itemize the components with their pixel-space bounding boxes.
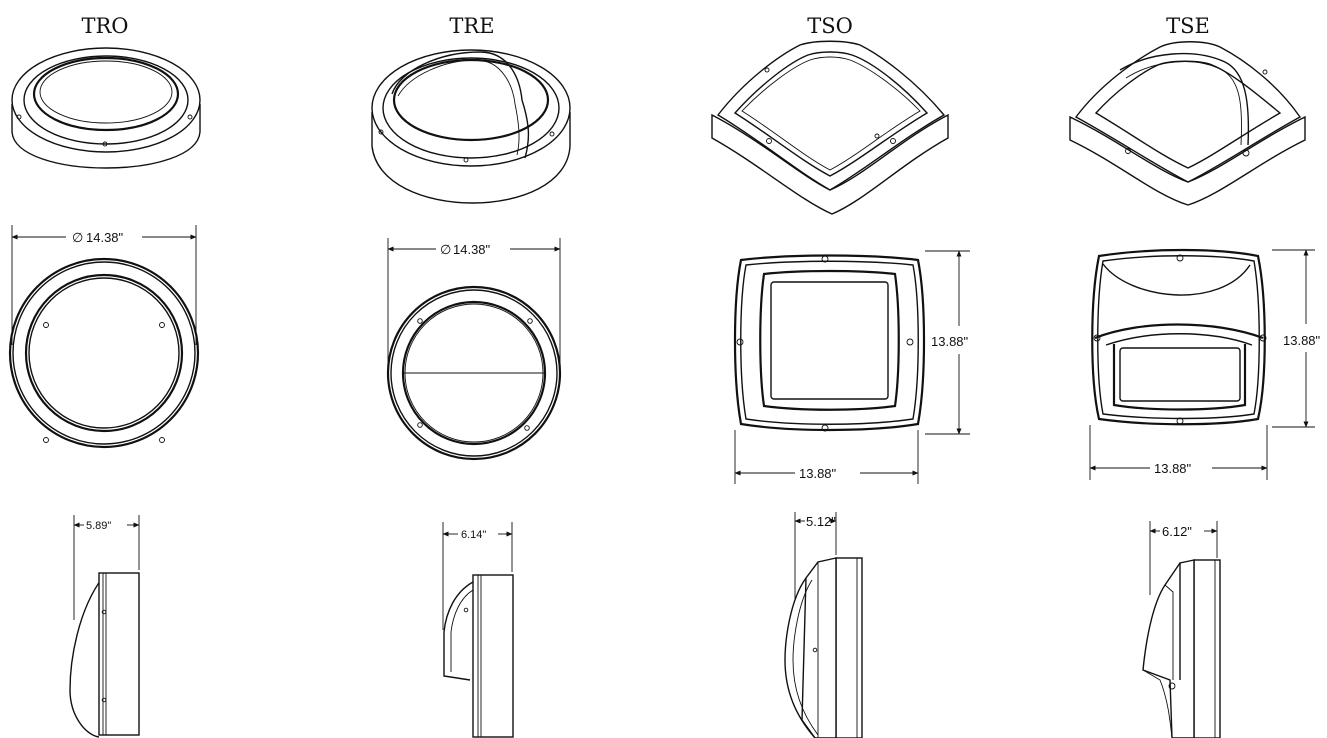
tse-height-label: 13.88": [1283, 333, 1321, 348]
tse-width-label: 13.88": [1154, 461, 1192, 476]
tre-diameter-symbol: ∅: [440, 242, 451, 257]
tse-depth-dimension: 6.12": [1149, 521, 1218, 595]
tro-diameter-dimension: ∅ 14.38": [11, 225, 197, 345]
tro-side-view: [69, 572, 140, 738]
title-tre: TRE: [449, 14, 494, 38]
tso-height-label: 13.88": [931, 334, 969, 349]
tro-front-view: [8, 257, 200, 449]
tse-perspective-view: [1069, 41, 1306, 206]
tso-side-view: [784, 557, 863, 738]
tre-depth-label: 6.14": [461, 529, 486, 541]
tre-side-view: [443, 574, 514, 738]
tre-perspective-view: [371, 49, 571, 204]
tso-perspective-view: [711, 40, 949, 215]
tso-width-dimension: 13.88": [734, 430, 919, 484]
tre-diameter-dimension: ∅ 14.38": [387, 238, 561, 370]
tro-diameter-label: 14.38": [86, 230, 124, 245]
tse-depth-label: 6.12": [1162, 524, 1192, 539]
tre-depth-dimension: 6.14": [442, 522, 513, 630]
tso-width-label: 13.88": [799, 466, 837, 481]
title-tso: TSO: [807, 14, 853, 38]
tse-height-dimension: 13.88": [1272, 249, 1321, 428]
tso-height-dimension: 13.88": [925, 250, 970, 435]
title-tse: TSE: [1166, 14, 1210, 38]
tse-side-view: [1142, 559, 1221, 738]
tre-front-view: [386, 285, 562, 461]
tse-front-view: [1091, 248, 1267, 426]
tro-depth-label: 5.89": [86, 520, 111, 532]
tro-diameter-symbol: ∅: [72, 230, 83, 245]
tre-diameter-label: 14.38": [453, 242, 491, 257]
tro-depth-dimension: 5.89": [73, 515, 140, 620]
title-tro: TRO: [81, 14, 128, 38]
tso-depth-dimension: 5.12": [794, 512, 837, 600]
tso-depth-label: 5.12": [806, 514, 836, 529]
tro-perspective-view: [11, 47, 201, 169]
tse-width-dimension: 13.88": [1089, 425, 1268, 480]
tso-front-view: [733, 254, 926, 432]
